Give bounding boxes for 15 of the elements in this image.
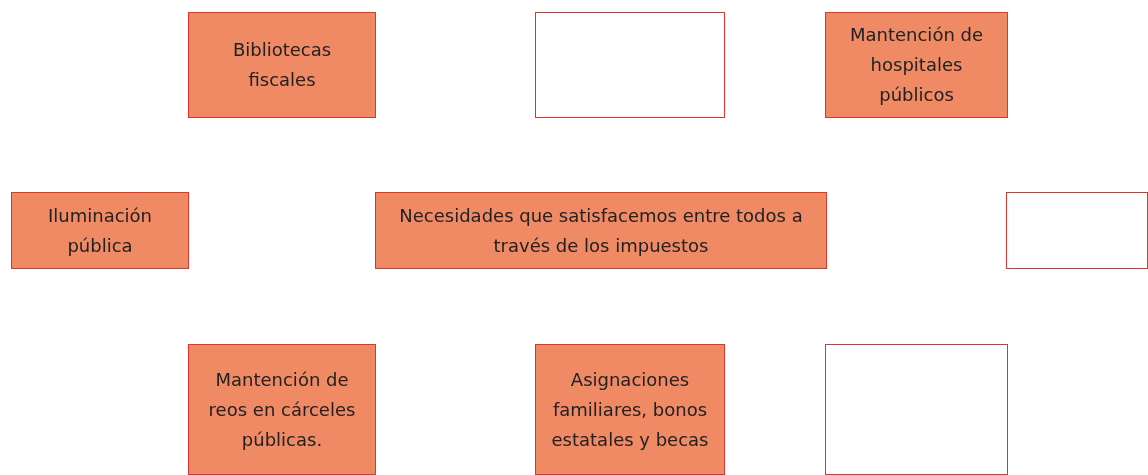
box-label: Mantención de reos en cárceles públicas. (207, 367, 357, 452)
text-box (535, 344, 725, 475)
text-box (825, 12, 1008, 118)
text-box (375, 192, 827, 269)
box-label: Bibliotecas fiscales (231, 38, 333, 92)
text-box (188, 12, 376, 118)
box-label: Mantención de hospitales públicos (848, 23, 985, 107)
text-box (11, 192, 189, 269)
empty-box (1006, 192, 1148, 269)
empty-box (535, 12, 725, 118)
box-label: Iluminación pública (47, 203, 153, 258)
box-label: Necesidades que satisfacemos entre todos a través de los impuestos (398, 203, 804, 258)
box-label: Asignaciones familiares, bonos estatales y becas (550, 367, 710, 452)
empty-box (825, 344, 1008, 475)
text-box (188, 344, 376, 475)
